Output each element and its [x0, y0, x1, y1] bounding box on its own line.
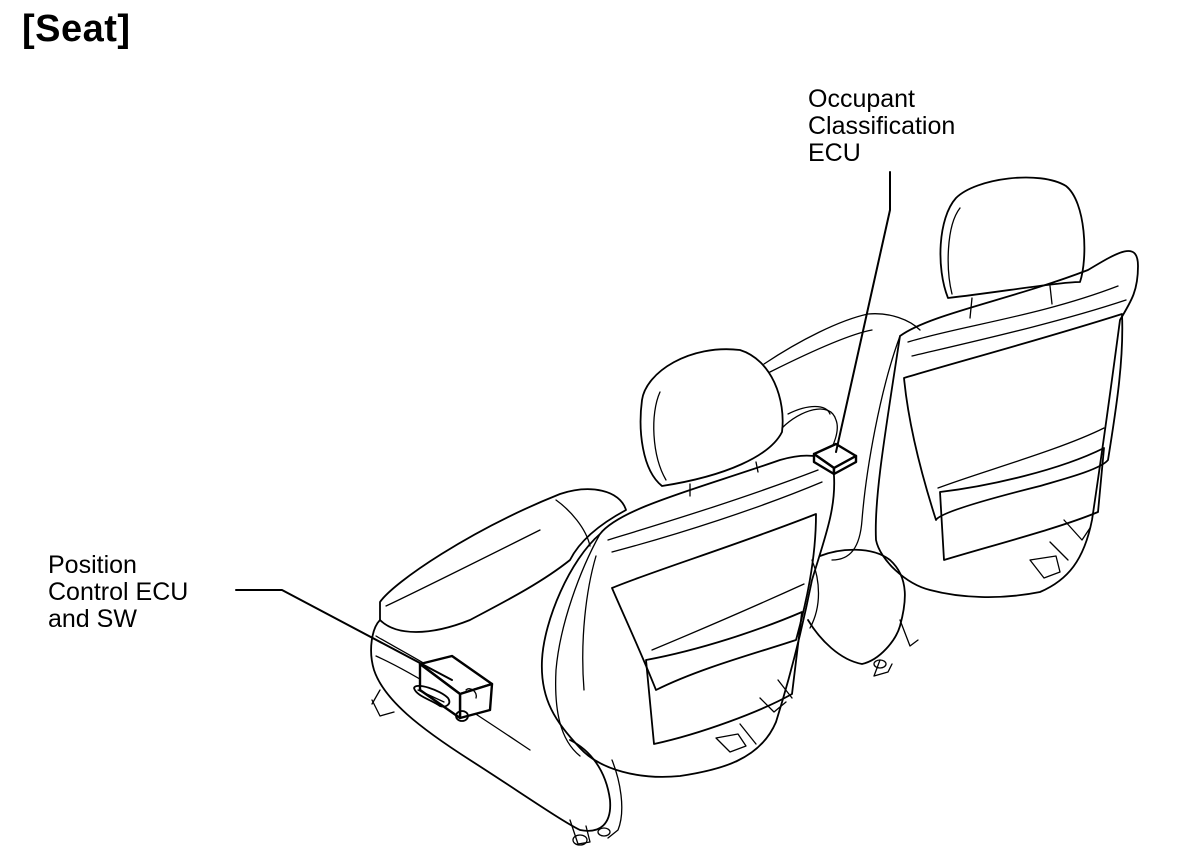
page-title: [Seat] [22, 8, 131, 50]
occupant-classification-ecu-label: Occupant Classification ECU [808, 85, 956, 167]
position-control-ecu-box [413, 654, 494, 722]
occupant-classification-ecu-box [812, 442, 858, 476]
occupant-ecu-leader-line [835, 171, 891, 453]
position-control-ecu-label: Position Control ECU and SW [48, 551, 189, 633]
right-seat [763, 176, 1139, 677]
left-seat [370, 348, 838, 846]
position-ecu-leader-line [235, 589, 453, 681]
